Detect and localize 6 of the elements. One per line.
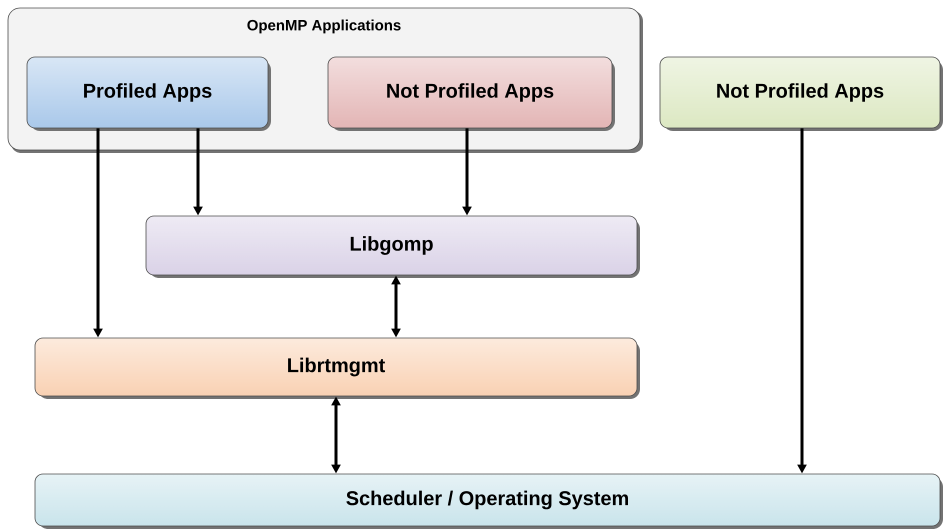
layer-box: Profiled Apps [26, 56, 271, 131]
layer-box: Scheduler / Operating System [34, 474, 943, 529]
layer-box: Librtmgmt [34, 338, 640, 399]
layer-box: Libgomp [146, 216, 640, 278]
layer-box: Not Profiled Apps [328, 56, 615, 131]
layer-box: Not Profiled Apps [660, 56, 943, 131]
